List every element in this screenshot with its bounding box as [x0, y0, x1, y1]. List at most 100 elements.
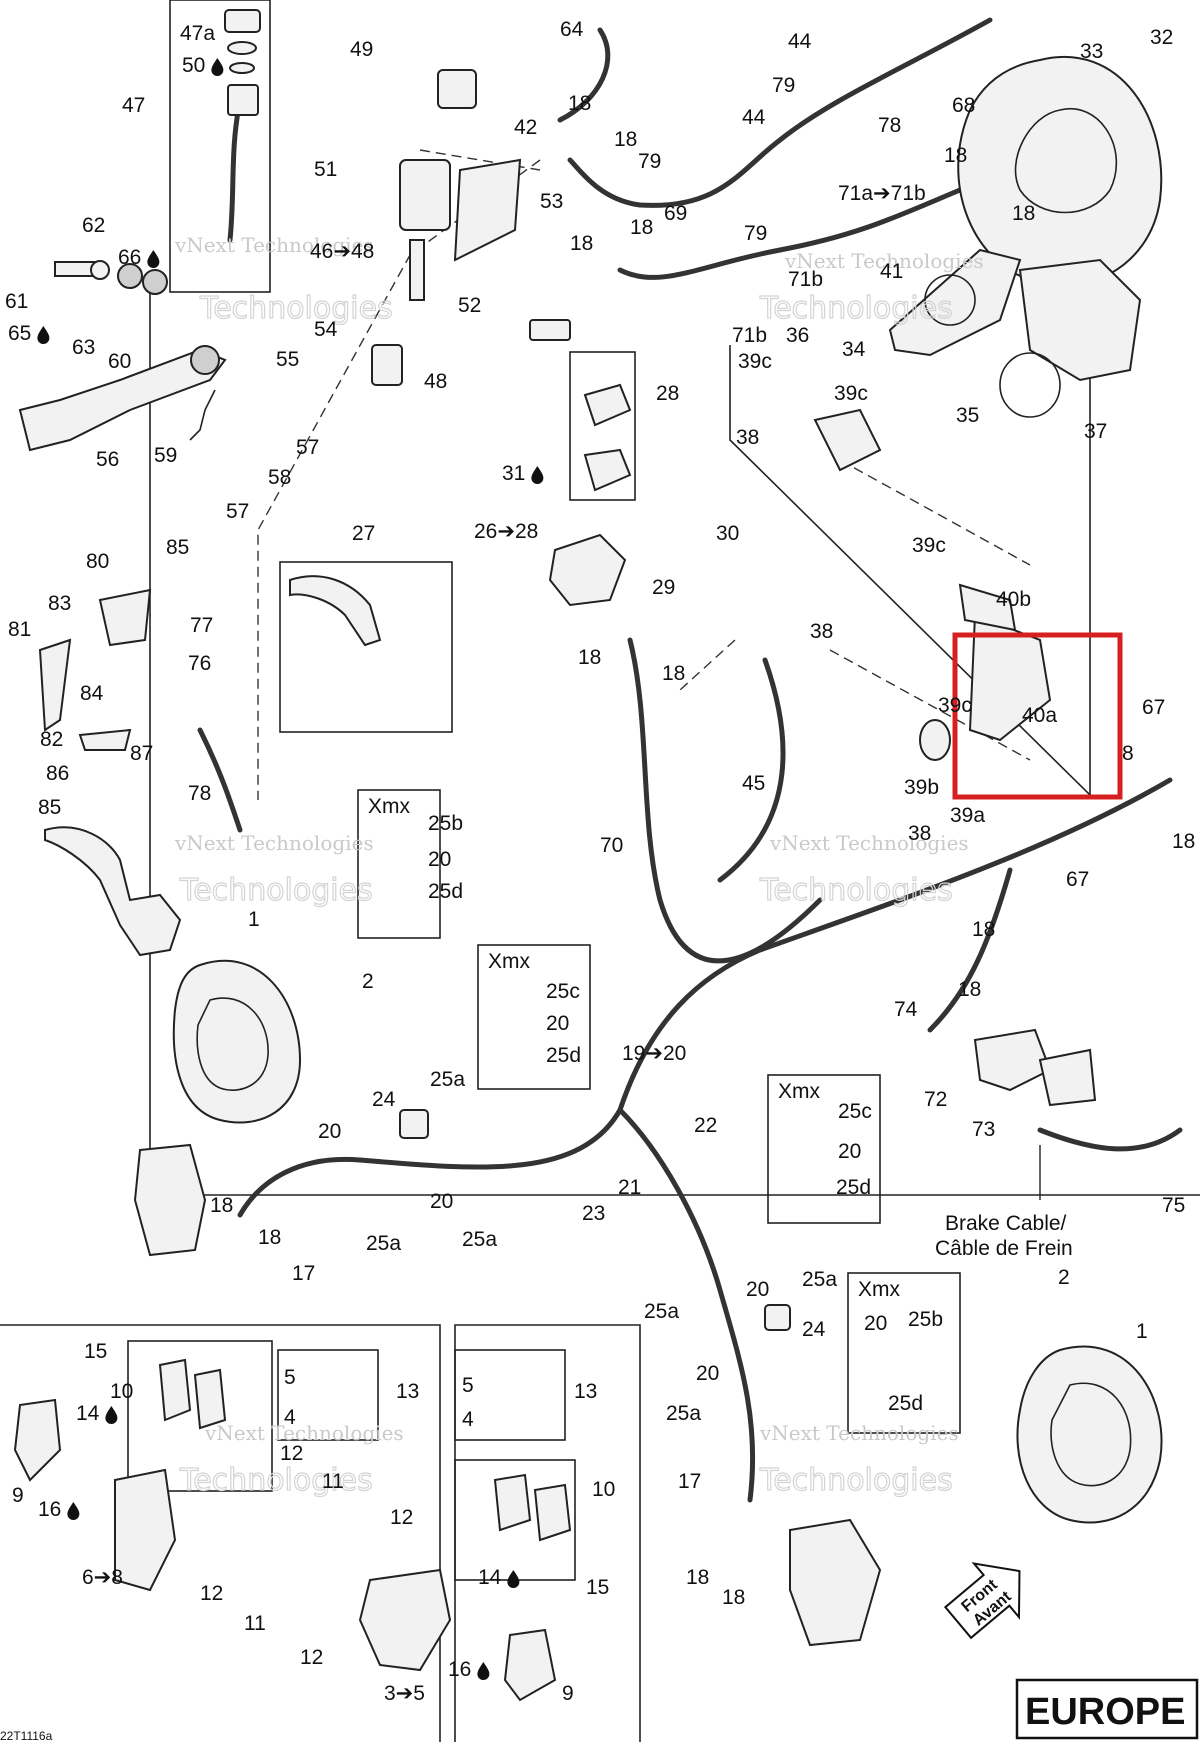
region-badge: EUROPE [1025, 1691, 1185, 1733]
callout-36: 36 [786, 324, 809, 347]
callout-label: 19➔20 [622, 1042, 686, 1065]
frame-xmx-d [847, 1272, 961, 1434]
callout-60: 60 [108, 350, 131, 373]
callout-20c: 20 [838, 1140, 861, 1163]
callout-label: 18 [958, 978, 981, 1001]
ring-50 [229, 62, 255, 74]
callout-label: 44 [742, 106, 766, 129]
callout-25a5: 25a [644, 1300, 679, 1323]
callout-73: 73 [972, 1118, 995, 1141]
callout-label: 54 [314, 318, 338, 341]
callout-label: 38 [810, 620, 833, 643]
callout-22: 22 [694, 1114, 717, 1137]
callout-label: 18 [568, 92, 591, 115]
callout-65: 65 [8, 322, 50, 345]
callout-48: 48 [424, 370, 447, 393]
callout-label: 73 [972, 1118, 995, 1141]
callout-25d3: 25d [836, 1176, 871, 1199]
callout-55: 55 [276, 348, 299, 371]
callout-label: 10 [592, 1478, 615, 1501]
callout-83: 83 [48, 592, 71, 615]
callout-71b1: 71b [788, 268, 823, 291]
callout-label: 71b [732, 324, 767, 347]
callout-26: 26➔28 [474, 520, 538, 543]
callout-66: 66 [118, 246, 160, 269]
callout-label: 18 [630, 216, 653, 239]
callout-18k: 18 [958, 978, 981, 1001]
callout-label: 67 [1066, 868, 1089, 891]
callout-69: 69 [664, 202, 687, 225]
callout-label: 10 [110, 1380, 133, 1403]
callout-label: 25a [366, 1232, 401, 1255]
callout-label: 14 [76, 1402, 100, 1425]
callout-label: 41 [880, 260, 903, 283]
callout-label: 33 [1080, 40, 1103, 63]
watermark-4: vNext Technologies [769, 831, 969, 855]
callout-label: 85 [166, 536, 189, 559]
master-cylinder-72 [973, 1028, 1052, 1092]
hose-71 [617, 187, 963, 280]
caliper-front-right [789, 1518, 882, 1647]
frame-xmx-a [357, 789, 441, 939]
caliper-6-8 [114, 1468, 177, 1592]
callout-9a: 9 [12, 1484, 24, 1507]
callout-label: 20 [428, 848, 451, 871]
reservoir-body-47 [227, 84, 259, 116]
callout-40a: 40a [1022, 704, 1057, 727]
callout-31: 31 [502, 462, 544, 485]
callout-85b: 85 [38, 796, 61, 819]
callout-14b: 14 [478, 1566, 520, 1589]
callout-18m: 18 [258, 1226, 281, 1249]
xmx-label-b: Xmx [488, 950, 531, 973]
callout-52: 52 [458, 294, 481, 317]
callout-20g: 20 [864, 1312, 887, 1335]
callout-44a: 44 [788, 30, 812, 53]
callout-67b: 67 [1066, 868, 1089, 891]
callout-50: 50 [182, 54, 224, 77]
spring-59 [189, 389, 216, 441]
rotor-1-left [172, 959, 302, 1124]
callout-label: 55 [276, 348, 299, 371]
reservoir-cap-47a [224, 9, 261, 33]
callout-label: 1 [248, 908, 260, 931]
callout-67a: 67 [1142, 696, 1165, 719]
fluid-drop-icon [507, 1570, 520, 1589]
callout-label: 20 [546, 1012, 569, 1035]
callout-12b: 12 [390, 1506, 413, 1529]
callout-label: 13 [396, 1380, 419, 1403]
callout-label: 20 [864, 1312, 887, 1335]
callout-label: 71b [788, 268, 823, 291]
watermark-3b: Technologies [179, 873, 373, 908]
callout-label: 6➔8 [82, 1566, 123, 1589]
hose-45 [717, 657, 786, 883]
xmx-label-d: Xmx [858, 1278, 901, 1301]
callout-label: 84 [80, 682, 104, 705]
callout-label: 20 [696, 1362, 719, 1385]
reservoir-49 [437, 69, 477, 109]
callout-25d2: 25d [546, 1044, 581, 1067]
callout-label: 45 [742, 772, 765, 795]
callout-25a3: 25a [462, 1228, 497, 1251]
hose-47 [227, 97, 243, 243]
callout-label: 2 [362, 970, 374, 993]
fluid-drop-icon [67, 1502, 80, 1520]
dash-6 [829, 649, 1031, 761]
callout-20h: 20 [696, 1362, 719, 1385]
callout-label: 18 [1172, 830, 1195, 853]
callout-87: 87 [130, 742, 153, 765]
callout-20a: 20 [428, 848, 451, 871]
callout-label: 4 [284, 1406, 296, 1429]
callout-label: 25b [428, 812, 463, 835]
callout-label: 61 [5, 290, 28, 313]
callout-label: 40b [996, 588, 1031, 611]
callout-label: 52 [458, 294, 481, 317]
bearing-66 [117, 263, 143, 289]
callout-label: 18 [258, 1226, 281, 1249]
callout-16a: 16 [38, 1498, 80, 1521]
callout-label: 25d [428, 880, 463, 903]
frame-caliper-rear [729, 345, 1091, 797]
callout-label: 40a [1022, 704, 1057, 727]
callout-label: 65 [8, 322, 31, 345]
callout-33: 33 [1080, 40, 1103, 63]
